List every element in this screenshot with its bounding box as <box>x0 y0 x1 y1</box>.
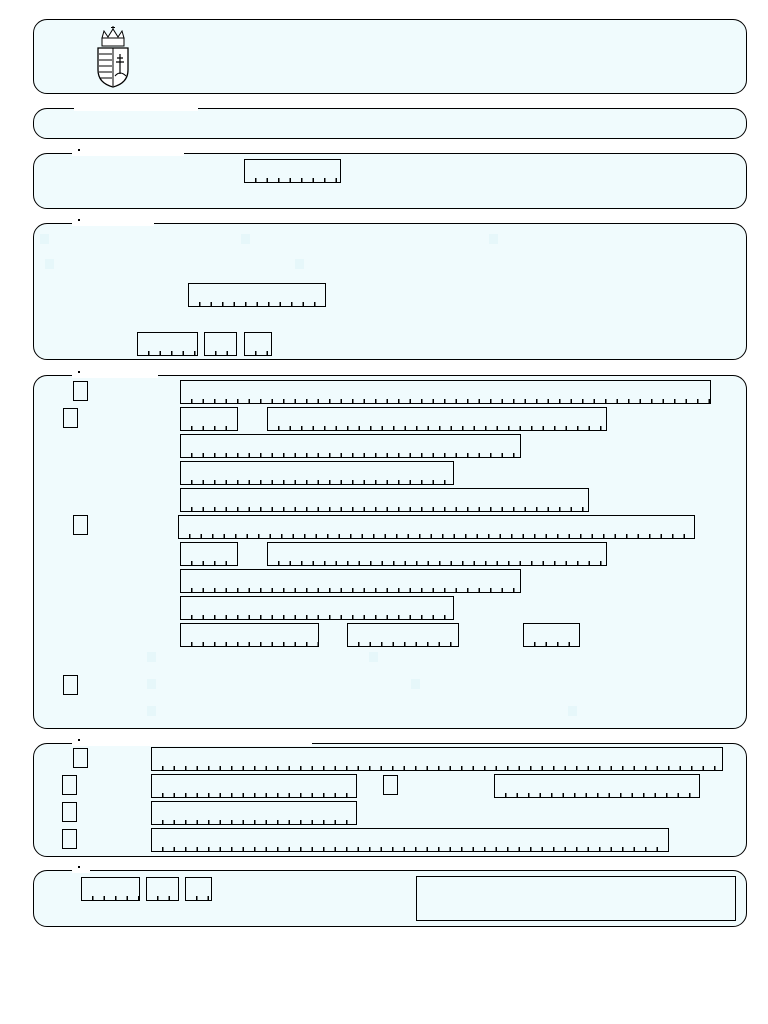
contact-checkbox-4[interactable] <box>62 802 77 822</box>
day-field[interactable] <box>244 332 272 356</box>
house-number-field[interactable] <box>180 488 589 512</box>
number-field[interactable] <box>188 283 326 307</box>
second-street-type-field[interactable] <box>180 596 454 620</box>
address-checkbox-4[interactable] <box>63 675 78 695</box>
street-field[interactable] <box>180 434 521 458</box>
marker <box>295 259 304 269</box>
signature-year-field[interactable] <box>81 877 140 901</box>
signature-month-field[interactable] <box>146 877 179 901</box>
mobile-field[interactable] <box>151 801 357 825</box>
marker <box>411 679 420 689</box>
second-postcode-field[interactable] <box>180 542 238 566</box>
door-field[interactable] <box>523 623 580 647</box>
second-street-field[interactable] <box>180 569 521 593</box>
floor-field[interactable] <box>347 623 459 647</box>
marker <box>147 652 156 662</box>
city-field[interactable] <box>267 407 607 431</box>
address-checkbox-1[interactable] <box>73 381 88 401</box>
date-field[interactable] <box>244 159 341 183</box>
identifier-section <box>33 106 747 139</box>
marker <box>40 234 49 244</box>
marker <box>147 679 156 689</box>
contact-section <box>33 739 747 857</box>
contact-checkbox-3[interactable] <box>383 775 398 795</box>
address-checkbox-3[interactable] <box>73 515 88 535</box>
marker <box>147 706 156 716</box>
marker <box>369 652 378 662</box>
building-field[interactable] <box>180 623 319 647</box>
address-section <box>33 371 747 729</box>
month-field[interactable] <box>204 332 237 356</box>
marker <box>489 234 498 244</box>
phone-field[interactable] <box>151 774 357 798</box>
signature-day-field[interactable] <box>185 877 212 901</box>
second-name-field[interactable] <box>178 515 695 539</box>
marker <box>45 259 54 269</box>
contact-checkbox-5[interactable] <box>62 829 77 849</box>
marker <box>241 234 250 244</box>
contact-checkbox-2[interactable] <box>62 775 77 795</box>
postcode-field[interactable] <box>180 407 238 431</box>
signature-section <box>33 866 747 927</box>
details-section <box>33 219 747 360</box>
second-city-field[interactable] <box>267 542 607 566</box>
header-section <box>33 19 747 94</box>
address-checkbox-2[interactable] <box>63 408 78 428</box>
contact-name-field[interactable] <box>151 747 723 771</box>
contact-checkbox-1[interactable] <box>73 748 88 768</box>
email-field[interactable] <box>151 828 669 852</box>
street-type-field[interactable] <box>180 461 454 485</box>
coat-of-arms-emblem <box>97 26 129 88</box>
fax-field[interactable] <box>494 774 700 798</box>
name-field[interactable] <box>180 380 711 404</box>
marker <box>568 706 577 716</box>
signature-box[interactable] <box>416 876 736 921</box>
date-section <box>33 149 747 209</box>
year-field[interactable] <box>137 332 198 356</box>
